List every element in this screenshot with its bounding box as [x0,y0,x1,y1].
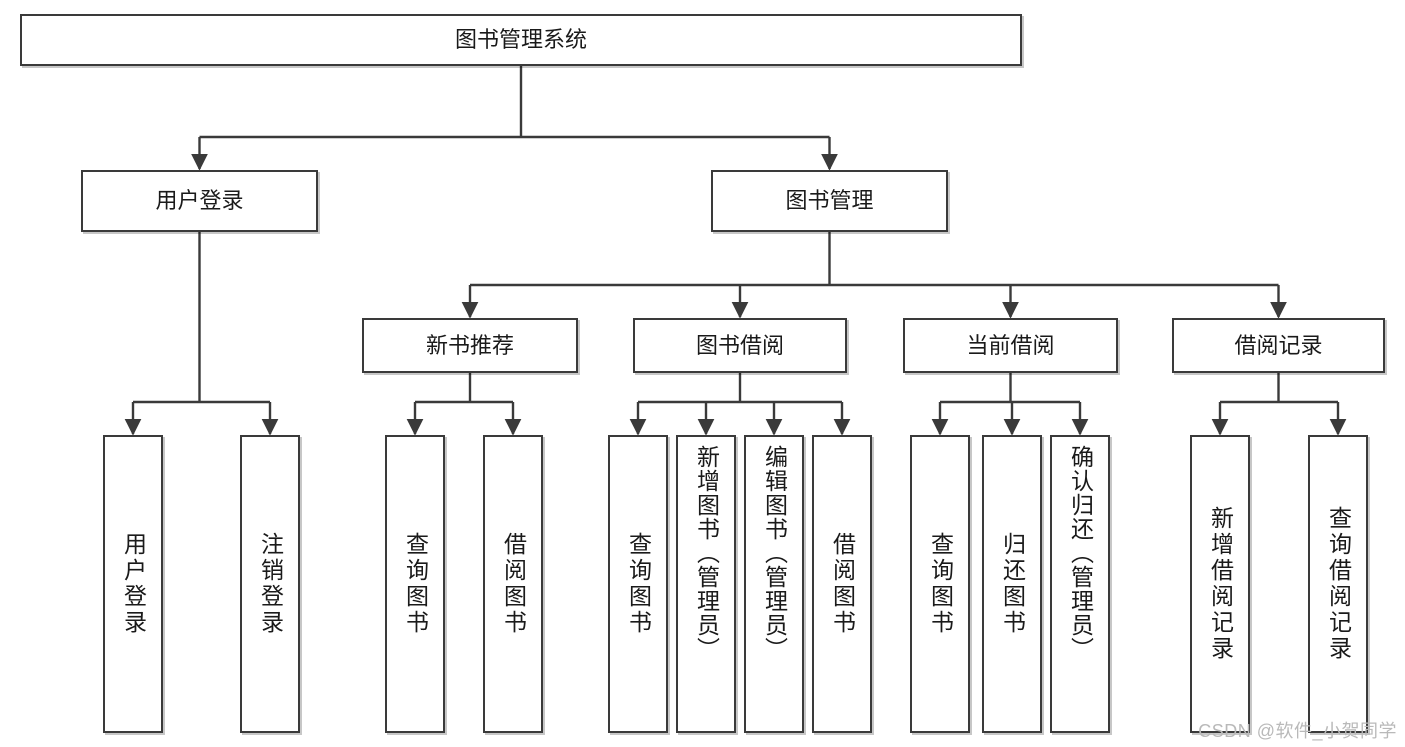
node-label: 用户登录 [120,532,147,636]
node-leaf-edit-book[interactable]: 编辑图书（管理员） [744,435,804,733]
node-leaf-add-record[interactable]: 新增借阅记录 [1190,435,1250,733]
watermark: CSDN @软件_小贺同学 [1198,721,1397,741]
node-label: 新增图书（管理员） [693,445,720,661]
node-label: 查询借阅记录 [1325,506,1352,662]
node-label: 注销登录 [257,532,284,636]
node-label: 查询图书 [625,532,652,636]
node-book-manage[interactable]: 图书管理 [711,170,948,232]
node-label: 借阅图书 [500,532,527,636]
node-book-borrow[interactable]: 图书借阅 [633,318,847,373]
node-label: 查询图书 [402,532,429,636]
node-label: 新书推荐 [425,332,514,358]
node-leaf-user-login[interactable]: 用户登录 [103,435,163,733]
node-leaf-borrow-book-1[interactable]: 借阅图书 [483,435,543,733]
node-label: 编辑图书（管理员） [761,445,788,661]
node-leaf-confirm-return[interactable]: 确认归还（管理员） [1050,435,1110,733]
node-label: 当前借阅 [966,332,1055,358]
node-label: 查询图书 [927,532,954,636]
node-leaf-return-book[interactable]: 归还图书 [982,435,1042,733]
node-leaf-query-book-2[interactable]: 查询图书 [608,435,668,733]
node-label: 借阅记录 [1234,332,1323,358]
node-leaf-add-book[interactable]: 新增图书（管理员） [676,435,736,733]
node-leaf-query-book-3[interactable]: 查询图书 [910,435,970,733]
node-label: 新增借阅记录 [1207,506,1234,662]
node-borrow-record[interactable]: 借阅记录 [1172,318,1385,373]
node-label: 图书管理系统 [454,27,587,53]
node-label: 确认归还（管理员） [1067,445,1094,661]
node-label: 图书借阅 [695,332,784,358]
node-label: 借阅图书 [829,532,856,636]
node-leaf-logout[interactable]: 注销登录 [240,435,300,733]
node-leaf-query-record[interactable]: 查询借阅记录 [1308,435,1368,733]
node-leaf-query-book-1[interactable]: 查询图书 [385,435,445,733]
node-label: 用户登录 [155,188,244,214]
node-label: 图书管理 [785,188,874,214]
node-root[interactable]: 图书管理系统 [20,14,1022,66]
node-user-login[interactable]: 用户登录 [81,170,318,232]
node-current-borrow[interactable]: 当前借阅 [903,318,1118,373]
node-label: 归还图书 [999,532,1026,636]
node-leaf-borrow-book-2[interactable]: 借阅图书 [812,435,872,733]
node-new-book-rec[interactable]: 新书推荐 [362,318,578,373]
